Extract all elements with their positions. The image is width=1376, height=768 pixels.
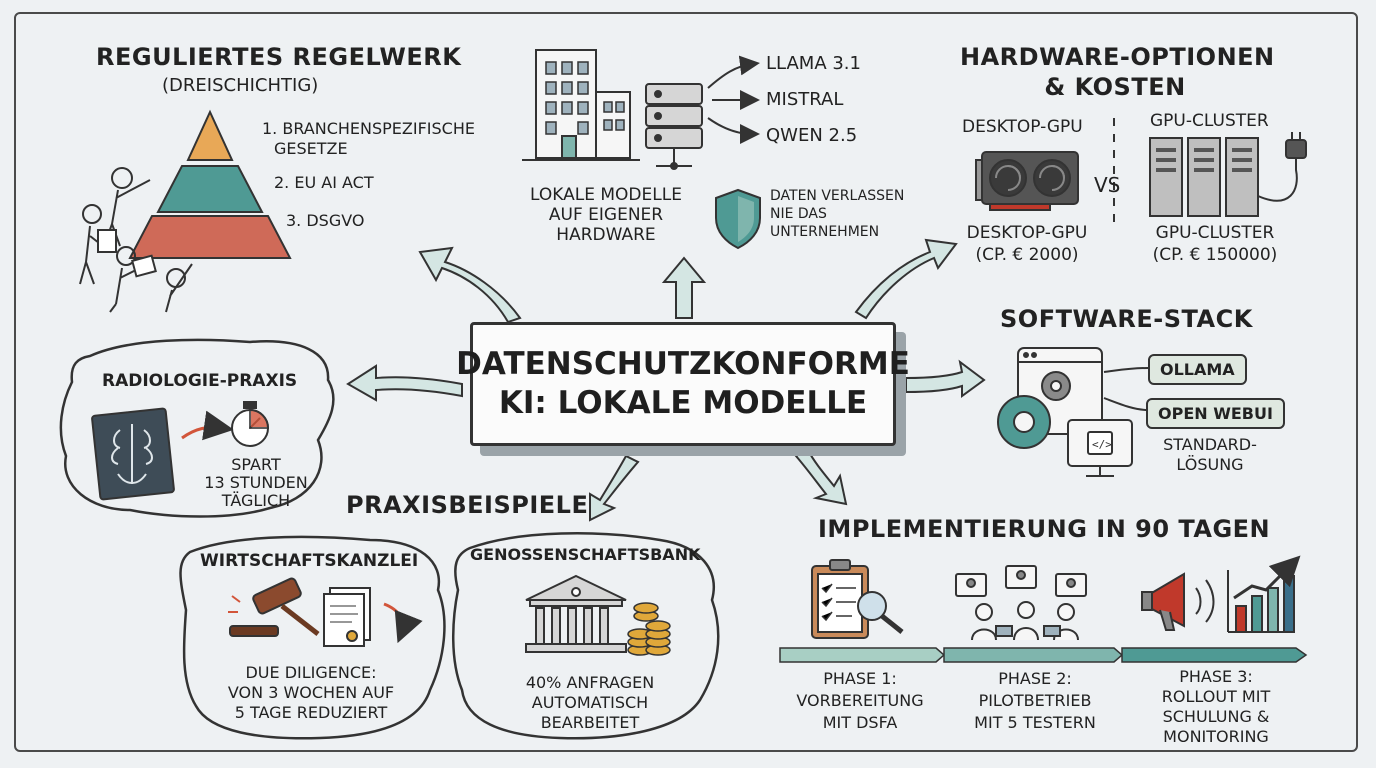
clipboard-icon (811, 559, 904, 639)
model-arrows (707, 55, 760, 144)
arrow-to-radiologie (346, 364, 463, 402)
radiologie-line-1: SPART (231, 455, 281, 474)
phase-2-line-1: PHASE 2: (998, 669, 1072, 688)
svg-text:</>: </> (1092, 438, 1112, 451)
connector-arrows (346, 238, 986, 522)
radiologie-line-2: 13 STUNDEN (204, 473, 308, 492)
phase-1-line-3: MIT DSFA (822, 713, 898, 732)
regelwerk-layer-1-line2: GESETZE (274, 139, 348, 158)
software-item-ollama: OLLAMA (1148, 354, 1247, 385)
desktop-gpu-icon (975, 151, 1079, 211)
arrow-to-modelle (661, 256, 707, 319)
kanzlei-line-2: VON 3 WOCHEN AUF (227, 683, 395, 702)
server-icon (645, 83, 703, 170)
phase-timeline (779, 647, 1308, 663)
gpu-cluster-label: GPU-CLUSTER (1150, 111, 1269, 131)
bank-line-2: AUTOMATISCH (531, 693, 649, 712)
arrow-to-implementierung (794, 448, 848, 506)
lokale-modelle-caption-1: LOKALE MODELLE (530, 185, 682, 205)
software-item-open-webui: OPEN WEBUI (1146, 398, 1285, 429)
software-stack-icon: </> (997, 347, 1133, 477)
kanzlei-line-3: 5 TAGE REDUZIERT (234, 703, 388, 722)
page-frame (14, 12, 1358, 752)
kanzlei-title: WIRTSCHAFTSKANZLEI (200, 551, 419, 571)
radiologie-arrow (181, 410, 234, 441)
bank-line-1: 40% ANFRAGEN (525, 673, 655, 692)
stopwatch-icon (231, 401, 270, 447)
vs-label: VS (1094, 173, 1121, 197)
bank-title: GENOSSENSCHAFTSBANK (470, 545, 701, 564)
gavel-icon (228, 577, 320, 637)
regelwerk-title: REGULIERTES REGELWERK (96, 43, 462, 71)
regelwerk-layer-3: 3. DSGVO (286, 211, 365, 230)
shield-text-1: DATEN VERLASSEN (770, 188, 905, 204)
model-mistral: MISTRAL (766, 89, 844, 110)
xray-icon (91, 407, 175, 501)
bank-building-icon (525, 574, 627, 653)
shield-icon (715, 188, 761, 250)
building-icon (522, 49, 640, 161)
phase-1-line-1: PHASE 1: (823, 669, 897, 688)
phase-3-line-4: MONITORING (1163, 727, 1269, 746)
phase-3-line-1: PHASE 3: (1179, 667, 1253, 686)
praxis-title: PRAXISBEISPIELE (346, 491, 589, 519)
phase-3-line-3: SCHULUNG & (1162, 707, 1270, 726)
model-llama: LLAMA 3.1 (766, 53, 861, 74)
software-note-2: LÖSUNG (1176, 455, 1244, 474)
bank-line-3: BEARBEITET (540, 713, 640, 732)
kanzlei-arrow (383, 602, 423, 644)
kanzlei-line-1: DUE DILIGENCE: (245, 663, 377, 682)
regelwerk-layer-2: 2. EU AI ACT (274, 173, 374, 192)
pilot-team-icon (955, 565, 1087, 641)
desktop-gpu-price: (cp. € 2000) (975, 245, 1079, 265)
lokale-modelle-caption-3: HARDWARE (556, 225, 656, 245)
gpu-cluster-caption: GPU-CLUSTER (1155, 223, 1275, 243)
implementierung-title: IMPLEMENTIERUNG IN 90 TAGEN (818, 515, 1271, 543)
phase-3-line-2: ROLLOUT MIT (1161, 687, 1271, 706)
regelwerk-subtitle: (DREISCHICHTIG) (162, 75, 319, 96)
megaphone-icon (1141, 572, 1215, 631)
radiologie-line-3: TÄGLICH (221, 491, 291, 510)
desktop-gpu-label: DESKTOP-GPU (962, 117, 1083, 137)
hardware-title-2: & KOSTEN (1044, 73, 1186, 101)
radiologie-title: RADIOLOGIE-PRAXIS (102, 371, 298, 391)
arrow-to-software (905, 359, 986, 398)
shield-text-2: NIE DAS (770, 206, 827, 222)
kanzlei-cloud (179, 535, 446, 740)
phase-2-line-3: MIT 5 TESTERN (974, 713, 1096, 732)
desktop-gpu-caption: DESKTOP-GPU (966, 223, 1088, 243)
shield-text-3: UNTERNEHMEN (770, 224, 880, 240)
central-topic-line1: DATENSCHUTZKONFORME (456, 346, 910, 383)
central-topic-box: DATENSCHUTZKONFORME KI: LOKALE MODELLE (456, 322, 910, 446)
arrow-to-regelwerk (418, 246, 522, 324)
arrow-to-praxis (589, 454, 640, 522)
gpu-cluster-icon (1149, 132, 1307, 217)
documents-icon (323, 587, 371, 647)
software-title: SOFTWARE-STACK (1000, 305, 1253, 333)
arrow-to-hardware (854, 238, 958, 320)
growth-chart-icon (1227, 555, 1301, 633)
software-note-1: STANDARD- (1163, 435, 1257, 454)
pyramid-icon (128, 109, 292, 259)
phase-1-line-2: VORBEREITUNG (796, 691, 924, 710)
model-qwen: QWEN 2.5 (766, 125, 858, 146)
phase-2-line-2: PILOTBETRIEB (978, 691, 1092, 710)
lokale-modelle-caption-2: AUF EIGENER (548, 205, 664, 225)
regelwerk-layer-1-line1: 1. BRANCHENSPEZIFISCHE (262, 119, 475, 138)
hardware-title-1: HARDWARE-OPTIONEN (960, 43, 1275, 71)
people-icon (79, 167, 193, 313)
coins-icon (627, 602, 671, 656)
gpu-cluster-price: (cp. € 150000) (1152, 245, 1278, 265)
central-topic-line2: KI: LOKALE MODELLE (498, 385, 868, 421)
